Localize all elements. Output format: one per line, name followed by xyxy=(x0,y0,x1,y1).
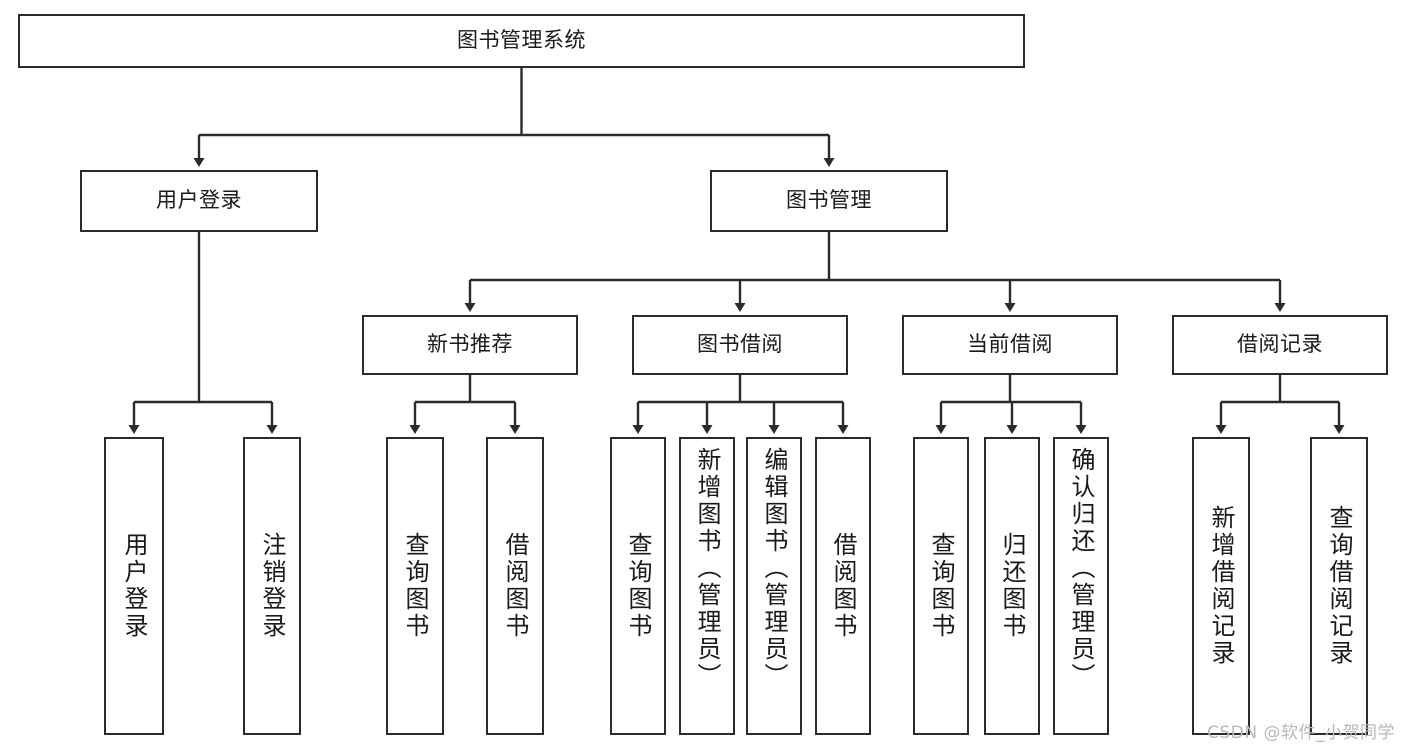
node-leaf-cur-2[interactable]: 归还图书 xyxy=(984,437,1040,735)
watermark: CSDN @软件_小贺同学 xyxy=(1207,723,1395,743)
node-label: 图书管理 xyxy=(786,188,872,213)
node-label: 确认归还（管理员） xyxy=(1067,447,1095,690)
node-label: 新增借阅记录 xyxy=(1207,505,1235,667)
node-label: 查询借阅记录 xyxy=(1325,505,1353,667)
node-label: 图书管理系统 xyxy=(457,28,586,53)
node-leaf-rec-1[interactable]: 新增借阅记录 xyxy=(1192,437,1250,735)
node-borrow[interactable]: 图书借阅 xyxy=(632,315,848,375)
node-bookmgmt[interactable]: 图书管理 xyxy=(710,170,948,232)
node-label: 借阅图书 xyxy=(829,532,857,640)
node-label: 注销登录 xyxy=(258,532,286,640)
node-leaf-login-2[interactable]: 注销登录 xyxy=(243,437,301,735)
node-label: 用户登录 xyxy=(156,188,242,213)
node-label: 当前借阅 xyxy=(967,332,1053,357)
node-leaf-login-1[interactable]: 用户登录 xyxy=(104,437,164,735)
node-label: 编辑图书（管理员） xyxy=(760,447,788,690)
node-leaf-bor-1[interactable]: 查询图书 xyxy=(610,437,666,735)
node-label: 图书借阅 xyxy=(697,332,783,357)
node-label: 查询图书 xyxy=(401,532,429,640)
node-leaf-new-2[interactable]: 借阅图书 xyxy=(486,437,544,735)
node-label: 新书推荐 xyxy=(427,332,513,357)
node-leaf-new-1[interactable]: 查询图书 xyxy=(386,437,444,735)
node-current[interactable]: 当前借阅 xyxy=(902,315,1118,375)
node-label: 用户登录 xyxy=(120,532,148,640)
node-login[interactable]: 用户登录 xyxy=(80,170,318,232)
node-root[interactable]: 图书管理系统 xyxy=(18,14,1025,68)
node-leaf-bor-4[interactable]: 借阅图书 xyxy=(815,437,871,735)
node-newbook[interactable]: 新书推荐 xyxy=(362,315,578,375)
node-leaf-bor-3[interactable]: 编辑图书（管理员） xyxy=(746,437,802,735)
node-leaf-rec-2[interactable]: 查询借阅记录 xyxy=(1310,437,1368,735)
node-label: 查询图书 xyxy=(927,532,955,640)
node-label: 查询图书 xyxy=(624,532,652,640)
node-label: 新增图书（管理员） xyxy=(693,447,721,690)
node-label: 归还图书 xyxy=(998,532,1026,640)
node-leaf-cur-1[interactable]: 查询图书 xyxy=(913,437,969,735)
node-label: 借阅记录 xyxy=(1237,332,1323,357)
node-leaf-bor-2[interactable]: 新增图书（管理员） xyxy=(679,437,735,735)
node-leaf-cur-3[interactable]: 确认归还（管理员） xyxy=(1053,437,1109,735)
node-label: 借阅图书 xyxy=(501,532,529,640)
node-records[interactable]: 借阅记录 xyxy=(1172,315,1388,375)
